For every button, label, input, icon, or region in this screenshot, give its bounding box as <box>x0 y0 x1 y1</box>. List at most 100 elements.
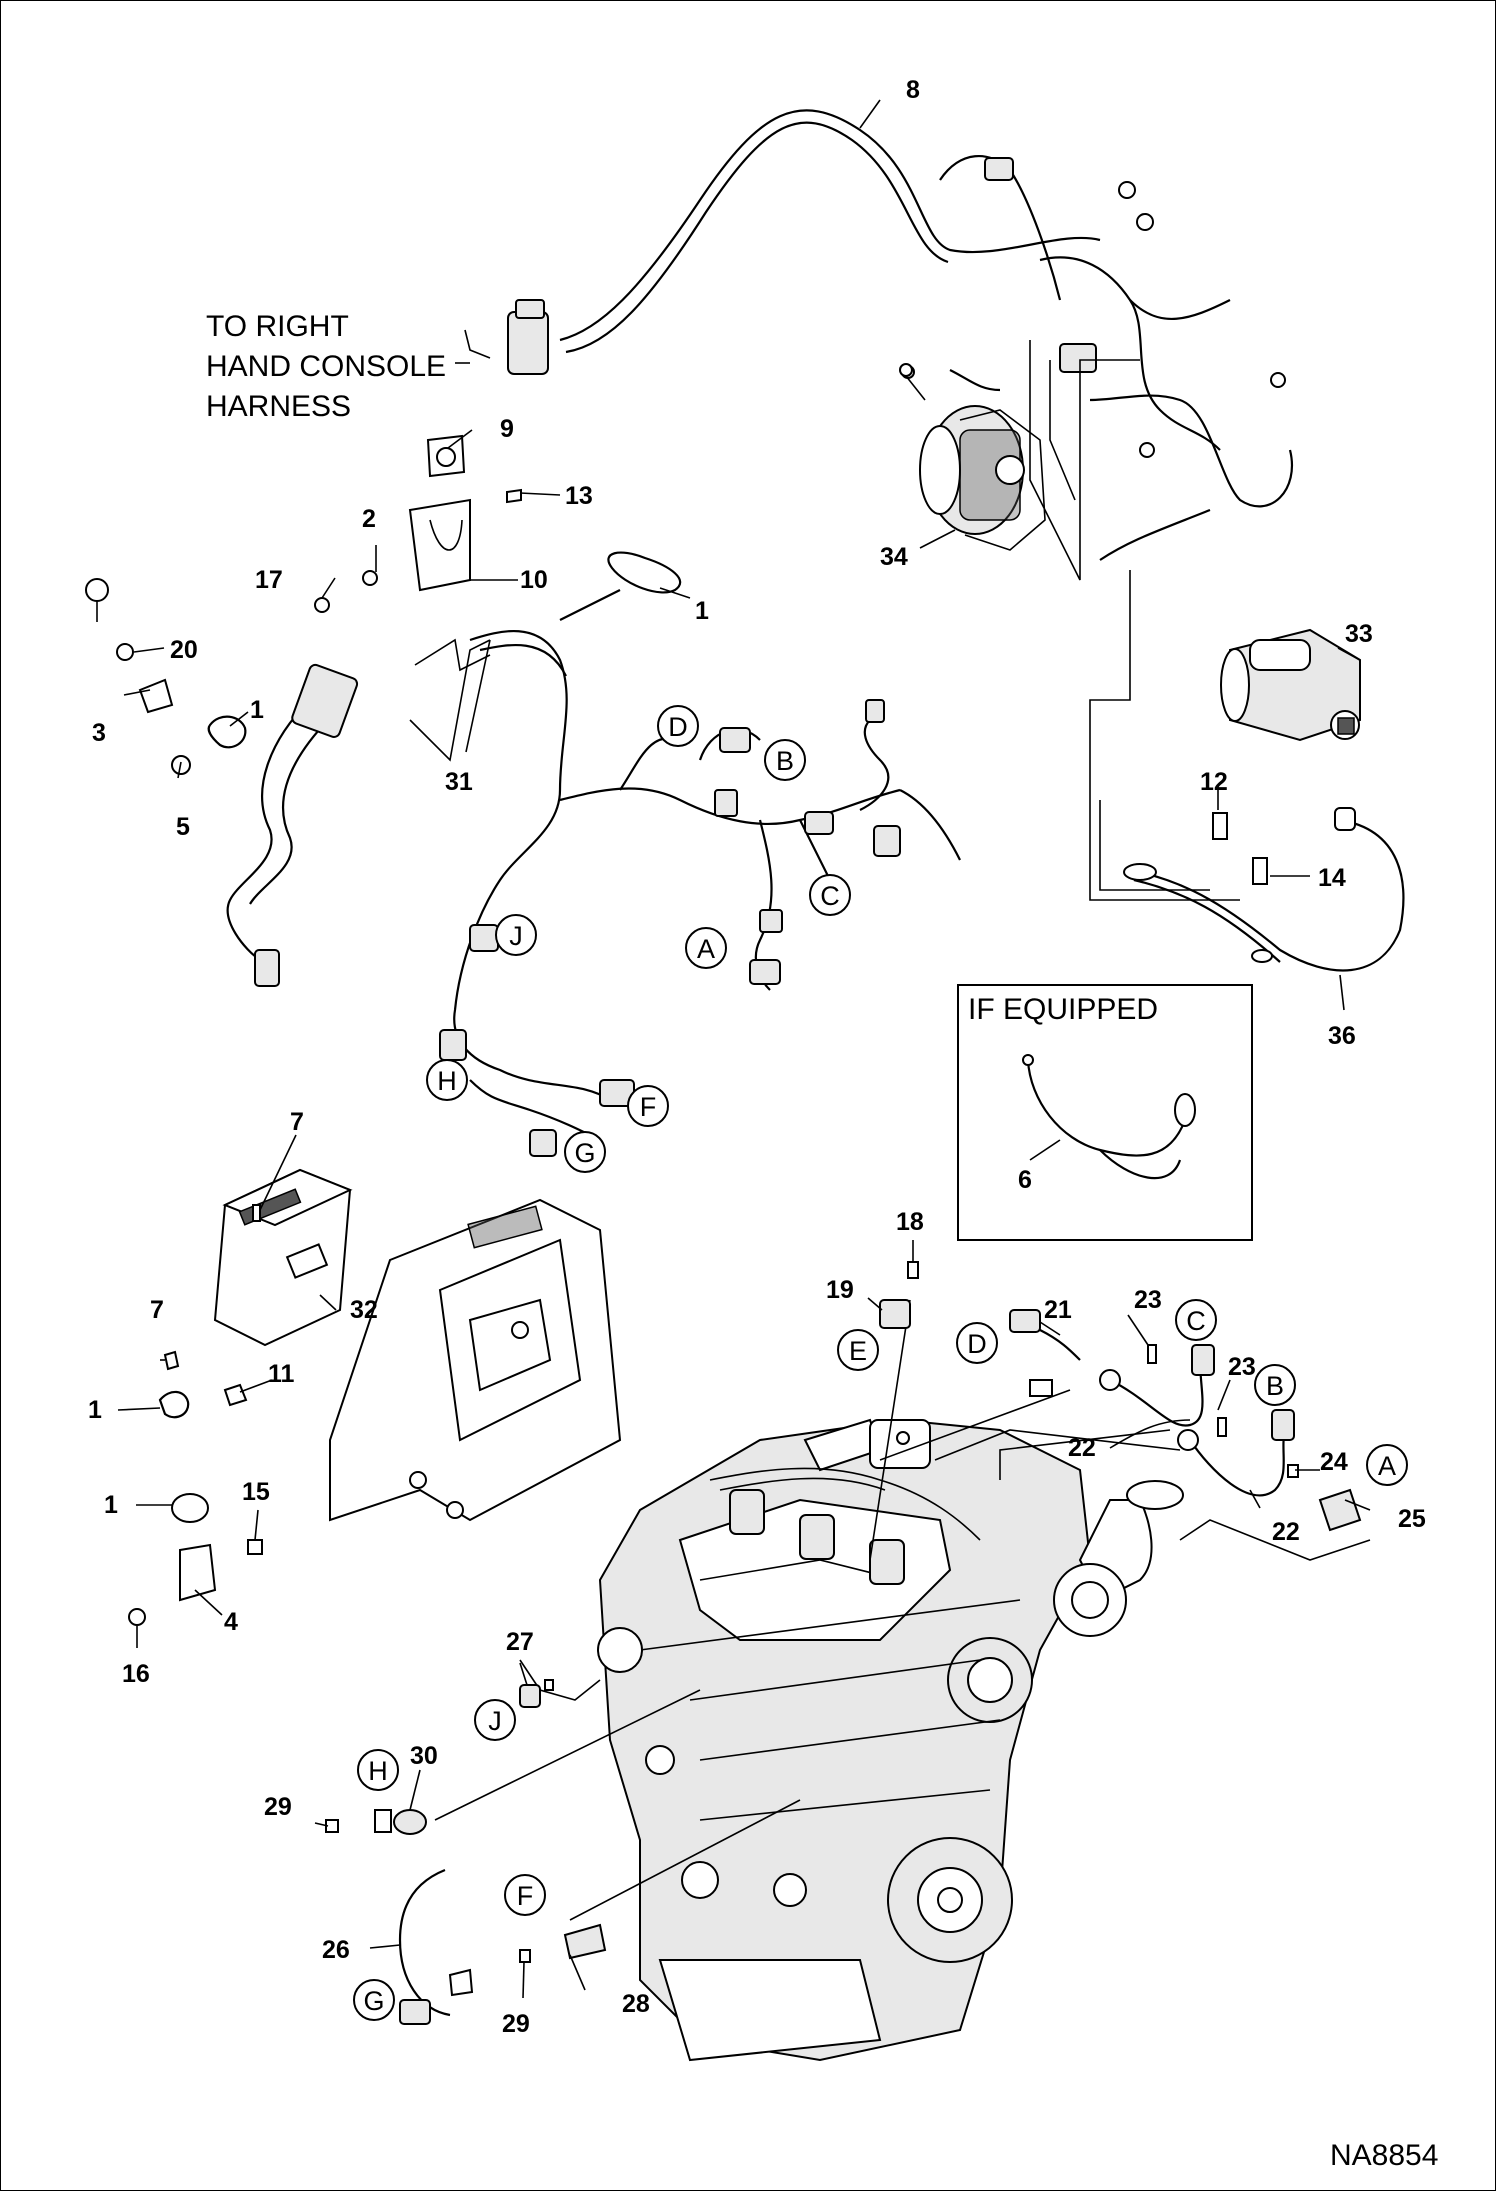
svg-text:A: A <box>697 934 715 964</box>
sensor-22-b <box>1177 1409 1295 1497</box>
letter-A-sensor: A <box>1366 1444 1408 1486</box>
callout-1: 1 <box>88 1396 102 1424</box>
main-harness-8 <box>507 109 1293 581</box>
leader-line <box>434 1689 701 1821</box>
ecu-32 <box>213 1168 353 1347</box>
leader-line <box>879 1389 1071 1461</box>
battery-cable-36 <box>1099 800 1405 972</box>
leader-line <box>409 639 491 762</box>
sensor-30 <box>325 1809 427 1835</box>
if-equipped-title: IF EQUIPPED <box>968 993 1158 1026</box>
callout-23: 23 <box>1134 1286 1162 1314</box>
callout-28: 28 <box>622 1990 650 2018</box>
callout-34: 34 <box>880 543 908 571</box>
sensor-19 <box>879 1261 919 1329</box>
callout-25: 25 <box>1398 1505 1426 1533</box>
leader-line <box>999 1429 1171 1480</box>
callout-16: 16 <box>122 1660 150 1688</box>
svg-text:F: F <box>517 1881 534 1911</box>
sensor-21 <box>1009 1309 1081 1397</box>
svg-text:B: B <box>776 746 794 776</box>
callout-26: 26 <box>322 1936 350 1964</box>
letter-F-harness: F <box>627 1085 669 1127</box>
callout-1: 1 <box>695 597 709 625</box>
callout-5: 5 <box>176 813 190 841</box>
sensor-25 <box>1287 1464 1362 1532</box>
callout-2: 2 <box>362 505 376 533</box>
letter-B-sensor: B <box>1254 1364 1296 1406</box>
callout-19: 19 <box>826 1276 854 1304</box>
ecu-mounting-bracket <box>329 1198 622 1522</box>
letter-J-sensor: J <box>474 1699 516 1741</box>
sensor-22-c <box>1099 1344 1215 1427</box>
letter-H-harness: H <box>426 1059 468 1101</box>
callout-1: 1 <box>250 696 264 724</box>
engine <box>597 1418 1184 2062</box>
clip-11 <box>158 1204 261 1419</box>
note-to-right-console: TO RIGHT HAND CONSOLE HARNESS <box>206 310 446 423</box>
drawing-id: NA8854 <box>1330 2139 1438 2172</box>
callout-29: 29 <box>264 1793 292 1821</box>
svg-text:H: H <box>368 1756 388 1786</box>
mount-bracket-10 <box>314 434 522 613</box>
callout-15: 15 <box>242 1478 270 1506</box>
callout-21: 21 <box>1044 1296 1072 1324</box>
callout-7: 7 <box>290 1108 304 1136</box>
callout-10: 10 <box>520 566 548 594</box>
callout-3: 3 <box>92 719 106 747</box>
leader-line <box>934 1429 1181 1461</box>
note-line-3: HARNESS <box>206 390 351 423</box>
letter-E-sensor: E <box>837 1329 879 1371</box>
callout-22: 22 <box>1272 1518 1300 1546</box>
connector-reference-letters: D B C A J H F G E D C B A J H F G <box>353 705 1408 2021</box>
letter-F-sensor: F <box>504 1874 546 1916</box>
callout-1: 1 <box>104 1491 118 1519</box>
leader-line <box>869 1299 911 1561</box>
callout-23: 23 <box>1228 1353 1256 1381</box>
callout-9: 9 <box>500 415 514 443</box>
callout-22: 22 <box>1068 1434 1096 1462</box>
callout-20: 20 <box>170 636 198 664</box>
callout-11: 11 <box>268 1360 295 1388</box>
alternator-34 <box>899 363 1046 551</box>
svg-text:J: J <box>488 1706 502 1736</box>
callout-13: 13 <box>565 482 593 510</box>
engine-harness-31 <box>414 589 961 1157</box>
svg-text:H: H <box>437 1066 457 1096</box>
leader-line <box>569 1799 801 1921</box>
sensor-27 <box>519 1679 554 1708</box>
callout-31: 31 <box>445 768 473 796</box>
svg-text:J: J <box>509 921 523 951</box>
starter-33 <box>1220 628 1361 742</box>
svg-text:C: C <box>820 881 840 911</box>
letter-G-sensor: G <box>353 1979 395 2021</box>
sensor-26 <box>398 1868 474 2025</box>
svg-text:G: G <box>574 1138 595 1168</box>
leader-line <box>519 1659 601 1701</box>
callout-33: 33 <box>1345 620 1373 648</box>
letter-C-harness: C <box>809 874 851 916</box>
cable-tie-1 <box>607 551 682 594</box>
clamp-assembly-4 <box>128 1493 263 1626</box>
letter-J-harness: J <box>495 914 537 956</box>
svg-text:C: C <box>1186 1306 1206 1336</box>
note-line-2: HAND CONSOLE <box>206 350 446 383</box>
callout-17: 17 <box>255 566 283 594</box>
letter-D-harness: D <box>657 705 699 747</box>
letter-G-harness: G <box>564 1131 606 1173</box>
callout-27: 27 <box>506 1628 534 1656</box>
callout-29: 29 <box>502 2010 530 2038</box>
leader-line <box>1179 1519 1371 1561</box>
letter-C-sensor: C <box>1175 1299 1217 1341</box>
leader-line <box>465 639 491 753</box>
note-line-1: TO RIGHT <box>206 310 349 343</box>
if-equipped-box <box>957 984 1253 1241</box>
svg-text:D: D <box>668 712 688 742</box>
callout-7: 7 <box>150 1296 164 1324</box>
callout-24: 24 <box>1320 1448 1348 1476</box>
ecu-cable <box>226 663 359 987</box>
callout-4: 4 <box>224 1608 238 1636</box>
svg-text:E: E <box>849 1336 867 1366</box>
